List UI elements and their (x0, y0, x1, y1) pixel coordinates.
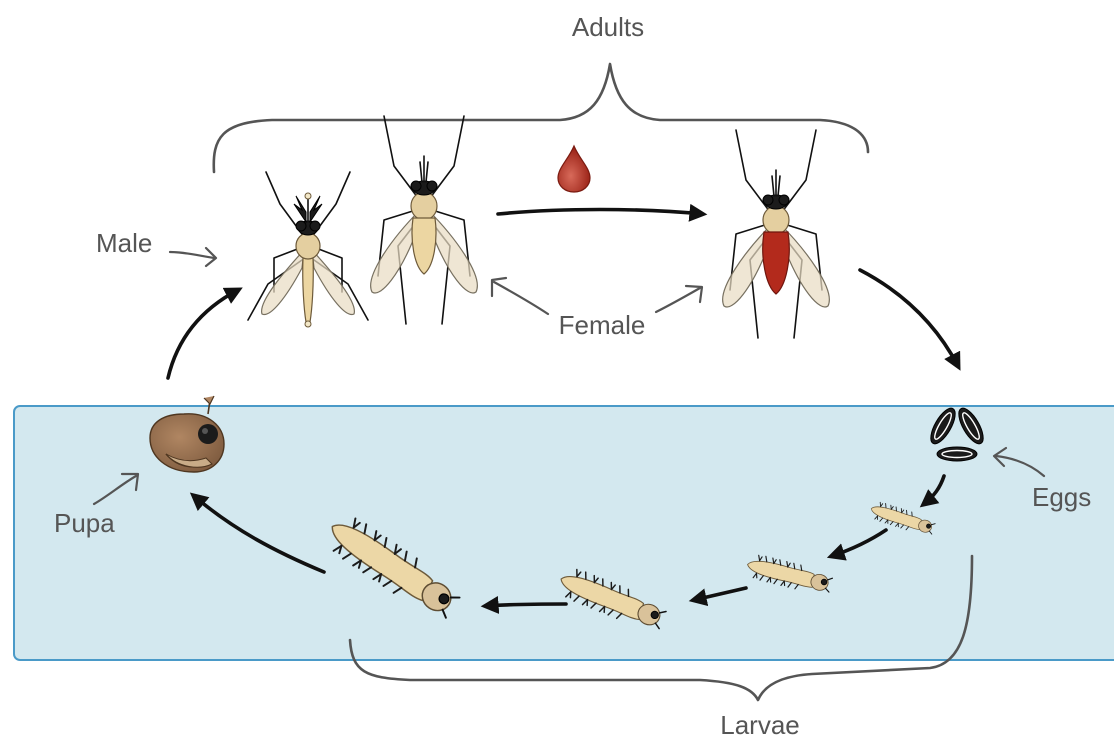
female-label: Female (559, 310, 646, 340)
blood-drop-icon (558, 146, 590, 192)
arrow-larva3-to-larva4 (486, 604, 566, 606)
pupa-label: Pupa (54, 508, 115, 538)
female-pointer-left-icon (494, 282, 548, 314)
adults-label: Adults (572, 12, 644, 42)
female-mosquito-unfed (371, 116, 478, 324)
male-pointer-icon (170, 252, 214, 258)
female-pointer-right-icon (656, 288, 700, 312)
eggs-label: Eggs (1032, 482, 1091, 512)
arrow-feeding (498, 210, 702, 215)
arrow-to-eggs (860, 270, 958, 366)
adults-brace (214, 64, 868, 172)
male-label: Male (96, 228, 152, 258)
female-mosquito-fed (723, 130, 830, 338)
larvae-label: Larvae (720, 710, 800, 738)
male-mosquito (248, 172, 368, 327)
arrow-pupa-to-adult (168, 290, 238, 378)
